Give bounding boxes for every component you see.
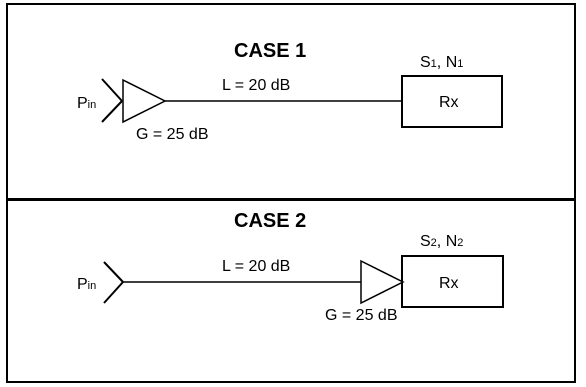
case-2-title: CASE 2 [234, 210, 306, 232]
case-2-panel [6, 199, 576, 383]
case-1-input-p: P [77, 95, 88, 112]
case-1-out-sep: , N [437, 54, 457, 71]
case-2-out-s: S [420, 233, 431, 250]
svg-text:Pin: Pin [77, 95, 96, 112]
case-2-out-s-sub: 2 [431, 237, 437, 249]
case-2-input-label: Pin [77, 276, 96, 293]
case-1-input-sub: in [88, 99, 97, 111]
case-2-gain-label: G = 25 dB [325, 307, 398, 324]
svg-text:Pin: Pin [77, 276, 96, 293]
case-1-receiver-label: Rx [439, 94, 459, 111]
case-2-input-sub: in [88, 280, 97, 292]
case-1-receiver-box [401, 75, 503, 128]
case-1-title: CASE 1 [234, 40, 306, 62]
case-2-out-n-sub: 2 [457, 237, 463, 249]
case-1-out-s: S [420, 54, 431, 71]
case-1-out-n-sub: 1 [457, 58, 463, 70]
case-1-output-label: S1, N1 [420, 54, 463, 71]
case-2-out-sep: , N [437, 233, 457, 250]
case-1-antenna-icon [101, 78, 123, 123]
case-1-gain-label: G = 25 dB [136, 126, 209, 143]
case-1-input-label: Pin [77, 95, 96, 112]
case-2-receiver-label: Rx [439, 275, 459, 292]
case-1-loss-label: L = 20 dB [222, 77, 290, 94]
case-2-amplifier-icon [360, 259, 405, 305]
case-1-out-s-sub: 1 [431, 58, 437, 70]
case-2-output-label: S2, N2 [420, 233, 463, 250]
case-2-input-p: P [77, 276, 88, 293]
case-2-antenna-icon [103, 261, 124, 304]
case-1-amplifier-icon [122, 78, 167, 124]
case-2-loss-label: L = 20 dB [222, 258, 290, 275]
